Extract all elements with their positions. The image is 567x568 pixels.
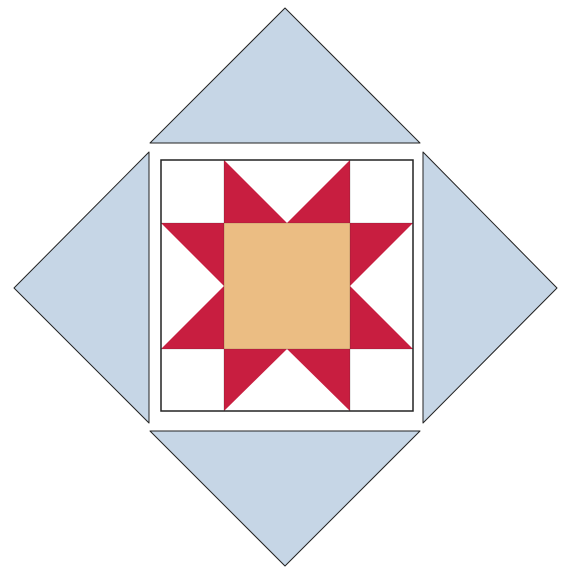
setting-triangle-top [150,8,420,143]
setting-triangle-left [14,152,149,423]
setting-triangle-right [423,152,557,423]
star-center-square [224,223,350,349]
setting-triangle-bottom [150,431,420,566]
